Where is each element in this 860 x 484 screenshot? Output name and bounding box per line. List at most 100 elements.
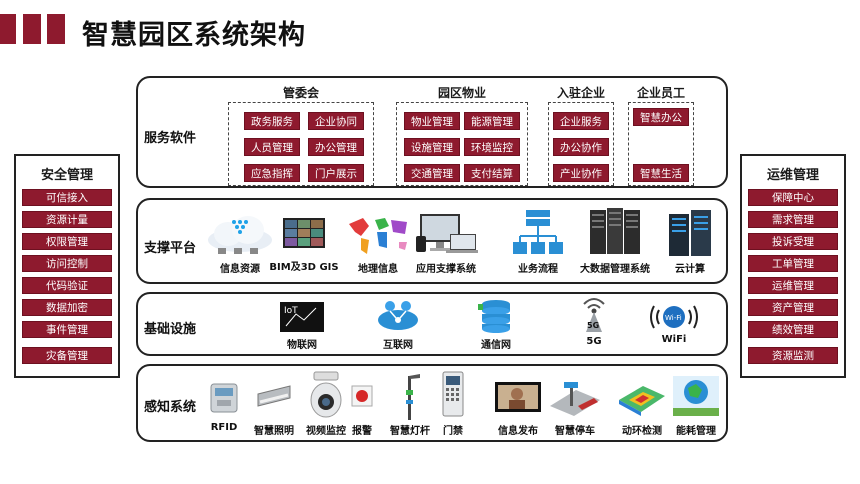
ops-item[interactable]: 需求管理 (748, 211, 838, 228)
perception-item[interactable]: 智慧灯杆 (382, 368, 438, 437)
support-item[interactable]: BIM及3D GIS (268, 212, 340, 273)
perception-item[interactable]: 视频监控 (298, 370, 354, 437)
item-label: 智慧停车 (555, 426, 595, 437)
group-admin-committee: 管委会 政务服务 企业协同 人员管理 办公管理 应急指挥 门户展示 (228, 84, 374, 186)
alarm-icon (351, 385, 373, 407)
perception-item[interactable]: 门禁 (436, 370, 470, 437)
security-item[interactable]: 数据加密 (22, 299, 112, 316)
infra-item[interactable]: Wi-Fi WiFi (648, 302, 700, 345)
item-label: 智慧照明 (254, 426, 294, 437)
devices-icon (416, 214, 478, 253)
security-item[interactable]: 事件管理 (22, 321, 112, 338)
group-box (396, 102, 528, 186)
item-label: 互联网 (383, 340, 413, 351)
ops-item[interactable]: 绩效管理 (748, 321, 838, 338)
service-button[interactable]: 支付结算 (464, 164, 520, 182)
service-button[interactable]: 产业协作 (553, 164, 609, 182)
infra-item[interactable]: IoT 物联网 (274, 300, 330, 351)
support-item[interactable]: 云计算 (664, 208, 716, 275)
support-item[interactable]: 大数据管理系统 (568, 206, 662, 275)
item-label: 信息资源 (220, 264, 260, 275)
service-layer: 服务软件 管委会 政务服务 企业协同 人员管理 办公管理 应急指挥 门户展示 园… (136, 76, 728, 188)
perception-item[interactable]: RFID (204, 376, 244, 433)
item-label: 通信网 (481, 340, 511, 351)
service-button[interactable]: 办公协作 (553, 138, 609, 156)
ops-item[interactable]: 运维管理 (748, 277, 838, 294)
item-label: 报警 (352, 426, 372, 437)
header-mark-2 (23, 14, 41, 44)
item-label: 5G (586, 336, 602, 347)
service-button[interactable]: 办公管理 (308, 138, 364, 156)
ops-item[interactable]: 资源监测 (748, 347, 838, 364)
world-map-icon (349, 218, 407, 254)
ops-item[interactable]: 工单管理 (748, 255, 838, 272)
service-button[interactable]: 政务服务 (244, 112, 300, 130)
ops-item[interactable]: 保障中心 (748, 189, 838, 206)
header-mark-1 (0, 14, 16, 44)
service-button[interactable]: 人员管理 (244, 138, 300, 156)
service-button[interactable]: 能源管理 (464, 112, 520, 130)
perception-item[interactable]: 动环检测 (612, 376, 672, 437)
rfid-reader-icon (210, 383, 238, 413)
service-button[interactable]: 环境监控 (464, 138, 520, 156)
perception-item[interactable]: 报警 (346, 378, 378, 437)
server-rack-icon (590, 208, 640, 254)
item-label: RFID (210, 422, 238, 433)
security-item[interactable]: 可信接入 (22, 189, 112, 206)
service-button[interactable]: 企业协同 (308, 112, 364, 130)
security-list: 可信接入 资源计量 权限管理 访问控制 代码验证 数据加密 事件管理 灾备管理 (16, 189, 118, 364)
service-button[interactable]: 企业服务 (553, 112, 609, 130)
group-box (548, 102, 614, 186)
infra-layer: 基础设施 IoT 物联网 互联网 通信网 (136, 292, 728, 356)
group-resident-enterprise: 入驻企业 企业服务 办公协作 产业协作 (548, 84, 614, 186)
item-label: BIM及3D GIS (269, 262, 339, 273)
antenna-5g-text: 5G (587, 321, 599, 330)
service-button[interactable]: 物业管理 (404, 112, 460, 130)
item-label: 动环检测 (622, 426, 662, 437)
service-button[interactable]: 应急指挥 (244, 164, 300, 182)
perception-item[interactable]: 能耗管理 (668, 374, 724, 437)
service-button[interactable]: 设施管理 (404, 138, 460, 156)
support-item[interactable]: 业务流程 (502, 208, 574, 275)
support-item[interactable]: 地理信息 (340, 210, 416, 275)
item-label: 大数据管理系统 (580, 264, 650, 275)
access-control-icon (442, 371, 464, 417)
service-button[interactable]: 智慧办公 (633, 108, 689, 126)
perception-item[interactable]: 智慧停车 (544, 376, 606, 437)
service-label: 服务软件 (144, 131, 197, 146)
perception-label: 感知系统 (144, 400, 197, 415)
infra-item[interactable]: 通信网 (474, 298, 518, 351)
item-label: 云计算 (675, 264, 705, 275)
security-item[interactable]: 访问控制 (22, 255, 112, 272)
security-item[interactable]: 代码验证 (22, 277, 112, 294)
infra-item[interactable]: 互联网 (370, 298, 426, 351)
perception-item[interactable]: 信息发布 (488, 376, 548, 437)
header-mark-3 (47, 14, 65, 44)
antenna-5g-icon: 5G (583, 298, 605, 332)
security-item[interactable]: 资源计量 (22, 211, 112, 228)
item-label: 地理信息 (358, 264, 398, 275)
item-label: WiFi (661, 334, 687, 345)
ops-panel: 运维管理 保障中心 需求管理 投诉受理 工单管理 运维管理 资产管理 绩效管理 … (740, 154, 846, 378)
security-title: 安全管理 (40, 168, 93, 183)
energy-globe-icon (673, 376, 719, 416)
parking-icon (550, 382, 600, 416)
group-title: 企业员工 (636, 86, 685, 100)
ops-item[interactable]: 投诉受理 (748, 233, 838, 250)
group-park-property: 园区物业 物业管理 能源管理 设施管理 环境监控 交通管理 支付结算 (396, 84, 528, 186)
security-item[interactable]: 灾备管理 (22, 347, 112, 364)
item-label: 智慧灯杆 (390, 426, 430, 437)
ops-item[interactable]: 资产管理 (748, 299, 838, 316)
group-box (628, 102, 694, 186)
infra-item[interactable]: 5G 5G (574, 296, 614, 347)
iot-icon: IoT (280, 302, 324, 332)
perception-item[interactable]: 智慧照明 (248, 376, 300, 437)
support-item[interactable]: 信息资源 (200, 210, 280, 275)
support-item[interactable]: 应用支撑系统 (406, 210, 486, 275)
item-label: 门禁 (443, 426, 463, 437)
service-button[interactable]: 门户展示 (308, 164, 364, 182)
service-button[interactable]: 智慧生活 (633, 164, 689, 182)
security-item[interactable]: 权限管理 (22, 233, 112, 250)
service-button[interactable]: 交通管理 (404, 164, 460, 182)
server-tree-icon (513, 210, 563, 254)
